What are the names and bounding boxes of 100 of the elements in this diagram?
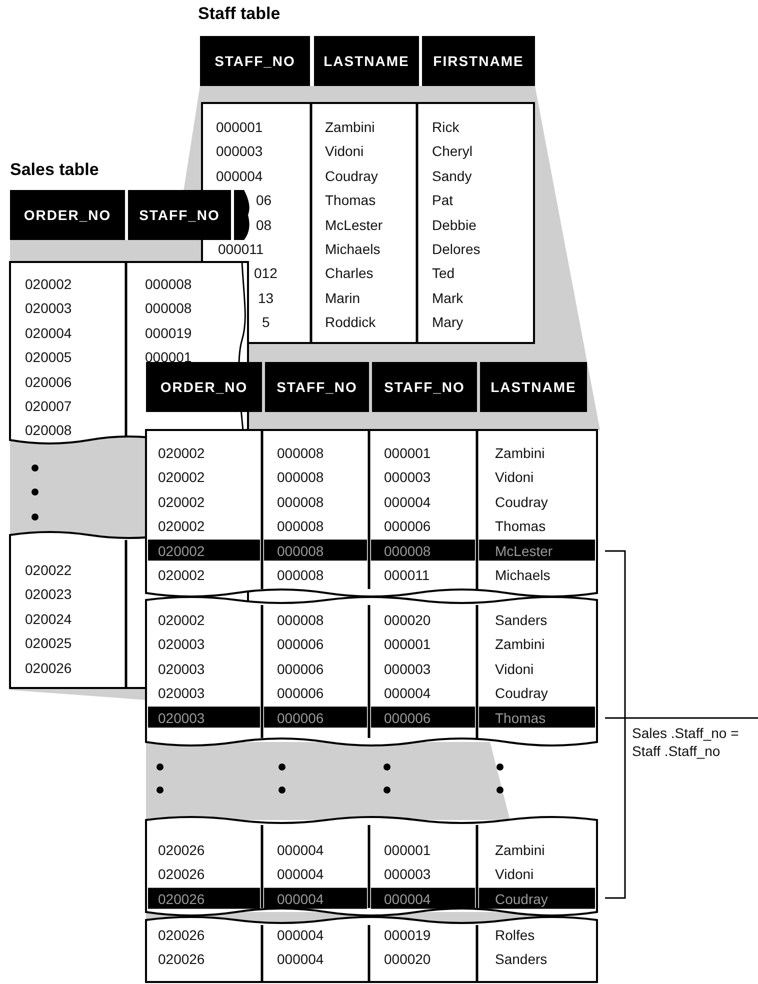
- last-name: Sanders: [495, 950, 548, 970]
- staff-number: 08: [256, 216, 272, 235]
- last-name: Coudray: [325, 166, 378, 186]
- staff-number: 000006: [384, 517, 431, 536]
- last-name: Michaels: [325, 240, 380, 259]
- last-name: Thomas: [495, 708, 546, 728]
- staff-number: 000008: [277, 468, 324, 488]
- staff-number: 000004: [277, 926, 324, 945]
- order-number: 020003: [158, 708, 205, 728]
- last-name: Coudray: [495, 890, 548, 909]
- staff-number: 000003: [384, 660, 431, 679]
- order-number: 020023: [25, 585, 72, 604]
- column-header: LASTNAME: [480, 362, 587, 412]
- last-name: Zambini: [325, 118, 375, 137]
- first-name: Delores: [432, 240, 480, 259]
- last-name: Coudray: [495, 492, 548, 512]
- staff-number: 000011: [218, 240, 264, 259]
- last-name: Coudray: [495, 684, 548, 704]
- column-header: LASTNAME: [314, 36, 419, 86]
- last-name: McLester: [495, 542, 553, 561]
- staff-number: 012: [254, 264, 278, 284]
- last-name: Vidoni: [495, 660, 534, 679]
- order-number: 020025: [25, 634, 72, 654]
- order-number: 020007: [25, 397, 72, 416]
- staff-number: 000019: [384, 926, 431, 945]
- staff-number: 000008: [277, 444, 324, 463]
- last-name: Roddick: [325, 313, 376, 332]
- order-number: 020005: [25, 348, 72, 368]
- order-number: 020024: [25, 610, 72, 629]
- column-header: STAFF_NO: [128, 190, 231, 240]
- staff-number: 5: [262, 313, 270, 332]
- join-condition: Sales .Staff_no = Staff .Staff_no: [632, 724, 740, 760]
- last-name: Thomas: [495, 517, 546, 536]
- last-name: Zambini: [495, 841, 545, 860]
- last-name: Charles: [325, 264, 374, 284]
- order-number: 020022: [25, 561, 72, 580]
- staff-number: 000006: [277, 684, 324, 704]
- last-name: Michaels: [495, 566, 550, 585]
- last-name: Vidoni: [495, 468, 534, 488]
- order-number: 020002: [158, 542, 205, 561]
- staff-number: 000011: [384, 566, 430, 585]
- order-number: 020026: [158, 950, 205, 970]
- order-number: 020002: [158, 444, 205, 463]
- first-name: Ted: [432, 264, 455, 284]
- first-name: Pat: [432, 191, 454, 210]
- order-number: 020026: [158, 865, 205, 884]
- table-title: Staff table: [198, 4, 280, 24]
- table-title: Sales table: [10, 160, 99, 180]
- column-header: STAFF_NO: [265, 362, 369, 412]
- order-number: 020002: [25, 275, 72, 294]
- order-number: 020006: [25, 372, 72, 392]
- order-number: 020026: [158, 926, 205, 945]
- column-header: ORDER_NO: [10, 190, 125, 240]
- staff-number: 000006: [277, 660, 324, 679]
- first-name: Mary: [432, 313, 464, 332]
- order-number: 020002: [158, 611, 205, 630]
- last-name: Vidoni: [325, 142, 364, 162]
- staff-number: 000008: [145, 299, 192, 318]
- last-name: McLester: [325, 216, 383, 235]
- first-name: Cheryl: [432, 142, 472, 162]
- order-number: 020002: [158, 492, 205, 512]
- last-name: Rolfes: [495, 926, 535, 945]
- order-number: 020008: [25, 421, 72, 440]
- staff-number: 000001: [384, 444, 431, 463]
- staff-number: 000019: [145, 324, 192, 343]
- first-name: Rick: [432, 118, 460, 137]
- order-number: 020026: [158, 890, 205, 909]
- staff-number: 000020: [384, 950, 431, 970]
- order-number: 020003: [25, 299, 72, 318]
- staff-number: 000001: [216, 118, 263, 137]
- first-name: Debbie: [432, 216, 476, 235]
- order-number: 020003: [158, 635, 205, 654]
- staff-number: 000003: [384, 468, 431, 488]
- last-name: Zambini: [495, 444, 545, 463]
- column-header: FIRSTNAME: [422, 36, 535, 86]
- order-number: 020002: [158, 517, 205, 536]
- staff-number: 13: [258, 288, 274, 308]
- staff-number: 000008: [145, 275, 192, 294]
- last-name: Thomas: [325, 191, 376, 210]
- staff-number: 000004: [277, 865, 324, 884]
- staff-number: 000006: [277, 708, 324, 728]
- last-name: Sanders: [495, 611, 548, 630]
- staff-number: 000006: [277, 635, 324, 654]
- staff-number: 000008: [384, 542, 431, 561]
- staff-number: 000008: [277, 611, 324, 630]
- column-header: STAFF_NO: [200, 36, 310, 86]
- order-number: 020002: [158, 468, 205, 488]
- last-name: Vidoni: [495, 865, 534, 884]
- staff-number: 000003: [384, 865, 431, 884]
- staff-number: 000020: [384, 611, 431, 630]
- last-name: Marin: [325, 288, 360, 308]
- staff-number: 000004: [384, 684, 431, 704]
- staff-number: 000004: [277, 950, 324, 970]
- staff-number: 000008: [277, 492, 324, 512]
- staff-number: 000001: [384, 635, 431, 654]
- staff-number: 06: [256, 191, 272, 210]
- staff-number: 000006: [384, 708, 431, 728]
- last-name: Zambini: [495, 635, 545, 654]
- staff-number: 000004: [384, 890, 431, 909]
- staff-number: 000004: [277, 841, 324, 860]
